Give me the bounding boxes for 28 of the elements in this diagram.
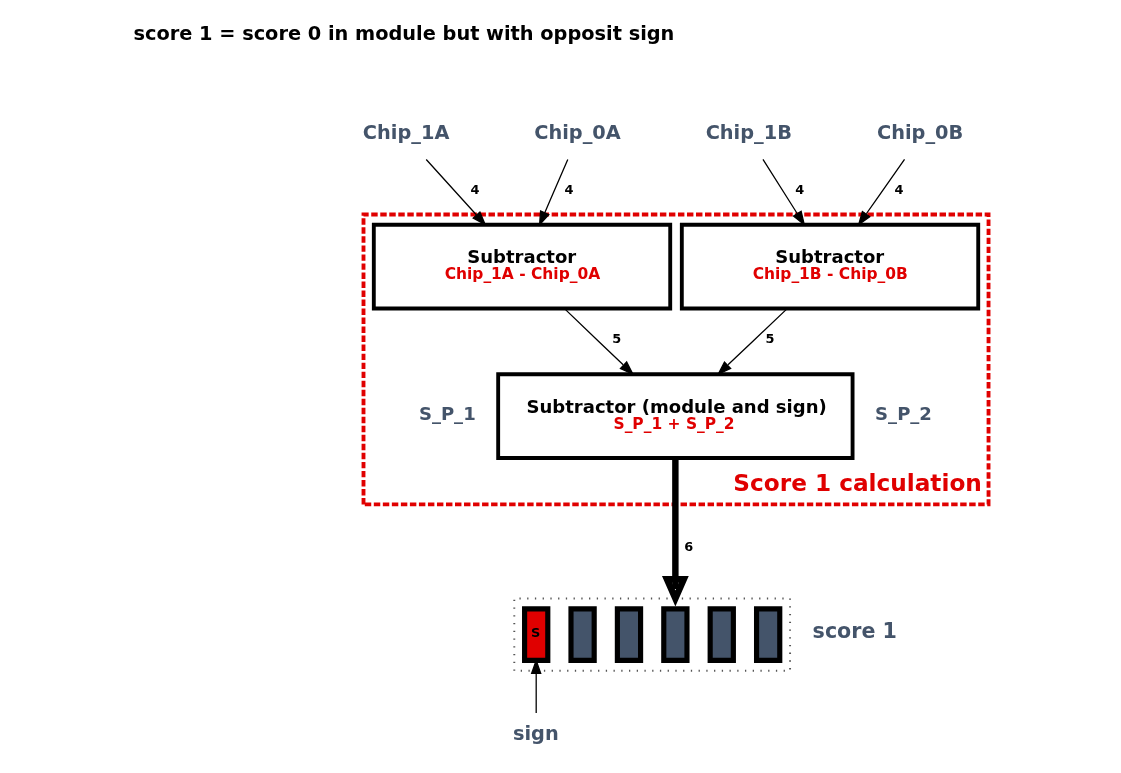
arrow <box>716 308 788 376</box>
node-text: Chip_1B <box>705 121 792 145</box>
node-text: Chip_0A <box>533 121 621 145</box>
node-box <box>660 606 690 663</box>
node-box: Subtractor Chip_1B - Chip_0B <box>679 222 980 311</box>
node-box <box>614 606 643 663</box>
node-box: Subtractor Chip_1A - Chip_0A <box>371 222 672 311</box>
edge-label: 6 <box>683 538 693 554</box>
node-text: Chip_1A <box>362 121 449 145</box>
arrow <box>661 458 689 607</box>
label: score 1 = score 0 in module but with opposit sign <box>132 21 674 45</box>
arrow <box>563 308 634 376</box>
node-label: score 1 <box>812 619 897 644</box>
node-box: S <box>521 606 550 663</box>
node-box <box>567 606 597 663</box>
label: S_P_1 <box>418 402 476 424</box>
edge-label: 5 <box>611 331 621 347</box>
edge-label: 4 <box>469 181 479 197</box>
label: S_P_2 <box>874 402 932 424</box>
edge-label: 4 <box>794 181 804 197</box>
edge-label: 5 <box>765 331 774 347</box>
node-box: Subtractor (module and sign) S_P_1 + S_P_2 <box>495 372 854 460</box>
node-box <box>753 606 782 663</box>
node-text: sign <box>512 721 559 745</box>
edge-label: 4 <box>563 181 573 197</box>
node-text: Chip_0B <box>876 121 963 145</box>
edge-label: 4 <box>893 181 903 197</box>
node-box <box>707 606 736 663</box>
